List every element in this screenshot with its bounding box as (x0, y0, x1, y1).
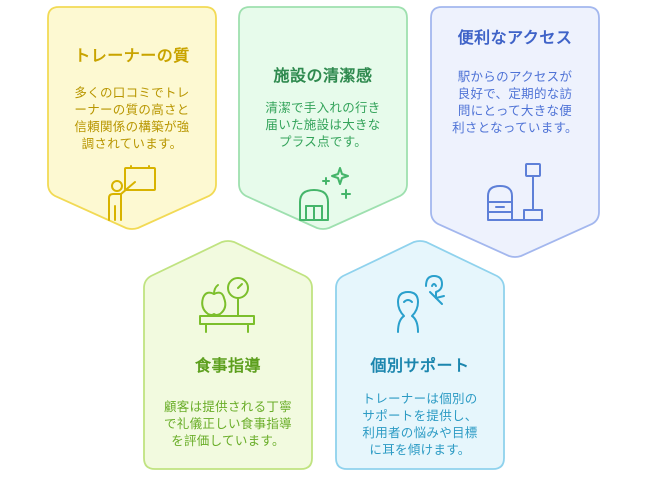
text-line: 清潔で手入れの行き (265, 100, 381, 115)
text-line: 届いた施設は大きな (265, 117, 381, 132)
apple-scale-icon (199, 277, 255, 333)
card-diet-shape (143, 240, 313, 470)
text-line: 良好で、定期的な訪 (457, 86, 573, 101)
text-line: 駅からのアクセスが (457, 69, 573, 84)
card-diet-outline (143, 240, 313, 470)
card-personal-support: 個別サポート トレーナーは個別の サポートを提供し、 利用者の悩みや目標 に耳を… (335, 240, 505, 470)
card-facility-cleanliness: 施設の清潔感 清潔で手入れの行き 届いた施設は大きな プラス点です。 (238, 6, 408, 230)
card-convenient-access: 便利なアクセス 駅からのアクセスが 良好で、定期的な訪 問にとって大きな便 利さ… (430, 6, 600, 258)
card-clean-outline (238, 6, 408, 230)
text-line: ーナーの質の高さと (74, 102, 190, 117)
station-kiosk-icon (487, 163, 543, 221)
card-access-text: 駅からのアクセスが 良好で、定期的な訪 問にとって大きな便 利さとなっています。 (442, 68, 588, 136)
text-line: トレーナーは個別の (362, 391, 478, 406)
text-line: 問にとって大きな便 (457, 103, 573, 118)
card-trainer-outline (47, 6, 217, 230)
card-diet-guidance: 食事指導 顧客は提供される丁寧 で礼儀正しい食事指導 を評価しています。 (143, 240, 313, 470)
card-diet-text: 顧客は提供される丁寧 で礼儀正しい食事指導 を評価しています。 (153, 398, 303, 449)
card-diet-title: 食事指導 (194, 356, 261, 375)
card-support-shape (335, 240, 505, 470)
text-line: サポートを提供し、 (362, 408, 478, 423)
text-line: 利さとなっています。 (452, 120, 578, 135)
person-listening-icon (397, 275, 445, 333)
card-trainer-title: トレーナーの質 (74, 46, 190, 65)
trainer-teaching-board-icon (108, 165, 156, 221)
text-line: 調されています。 (81, 136, 183, 151)
text-line: を評価しています。 (171, 433, 285, 448)
card-access-title: 便利なアクセス (457, 28, 573, 47)
text-line: 多くの口コミでトレ (74, 85, 190, 100)
card-access-outline (430, 6, 600, 258)
card-trainer-shape (47, 6, 217, 230)
text-line: 利用者の悩みや目標 (362, 425, 478, 440)
card-clean-text: 清潔で手入れの行き 届いた施設は大きな プラス点です。 (252, 99, 394, 150)
card-support-title: 個別サポート (370, 356, 470, 375)
text-line: に耳を傾けます。 (369, 442, 471, 457)
card-clean-shape (238, 6, 408, 230)
text-line: プラス点です。 (278, 134, 368, 149)
text-line: で礼儀正しい食事指導 (163, 416, 292, 431)
card-trainer-text: 多くの口コミでトレ ーナーの質の高さと 信頼関係の構築が強 調されています。 (61, 84, 203, 152)
card-trainer-quality: トレーナーの質 多くの口コミでトレ ーナーの質の高さと 信頼関係の構築が強 調さ… (47, 6, 217, 230)
card-support-text: トレーナーは個別の サポートを提供し、 利用者の悩みや目標 に耳を傾けます。 (347, 390, 493, 458)
text-line: 顧客は提供される丁寧 (163, 399, 292, 414)
text-line: 信頼関係の構築が強 (74, 119, 190, 134)
sparkling-building-icon (299, 167, 351, 221)
card-access-shape (430, 6, 600, 258)
card-clean-title: 施設の清潔感 (273, 66, 373, 85)
card-support-outline (335, 240, 505, 470)
